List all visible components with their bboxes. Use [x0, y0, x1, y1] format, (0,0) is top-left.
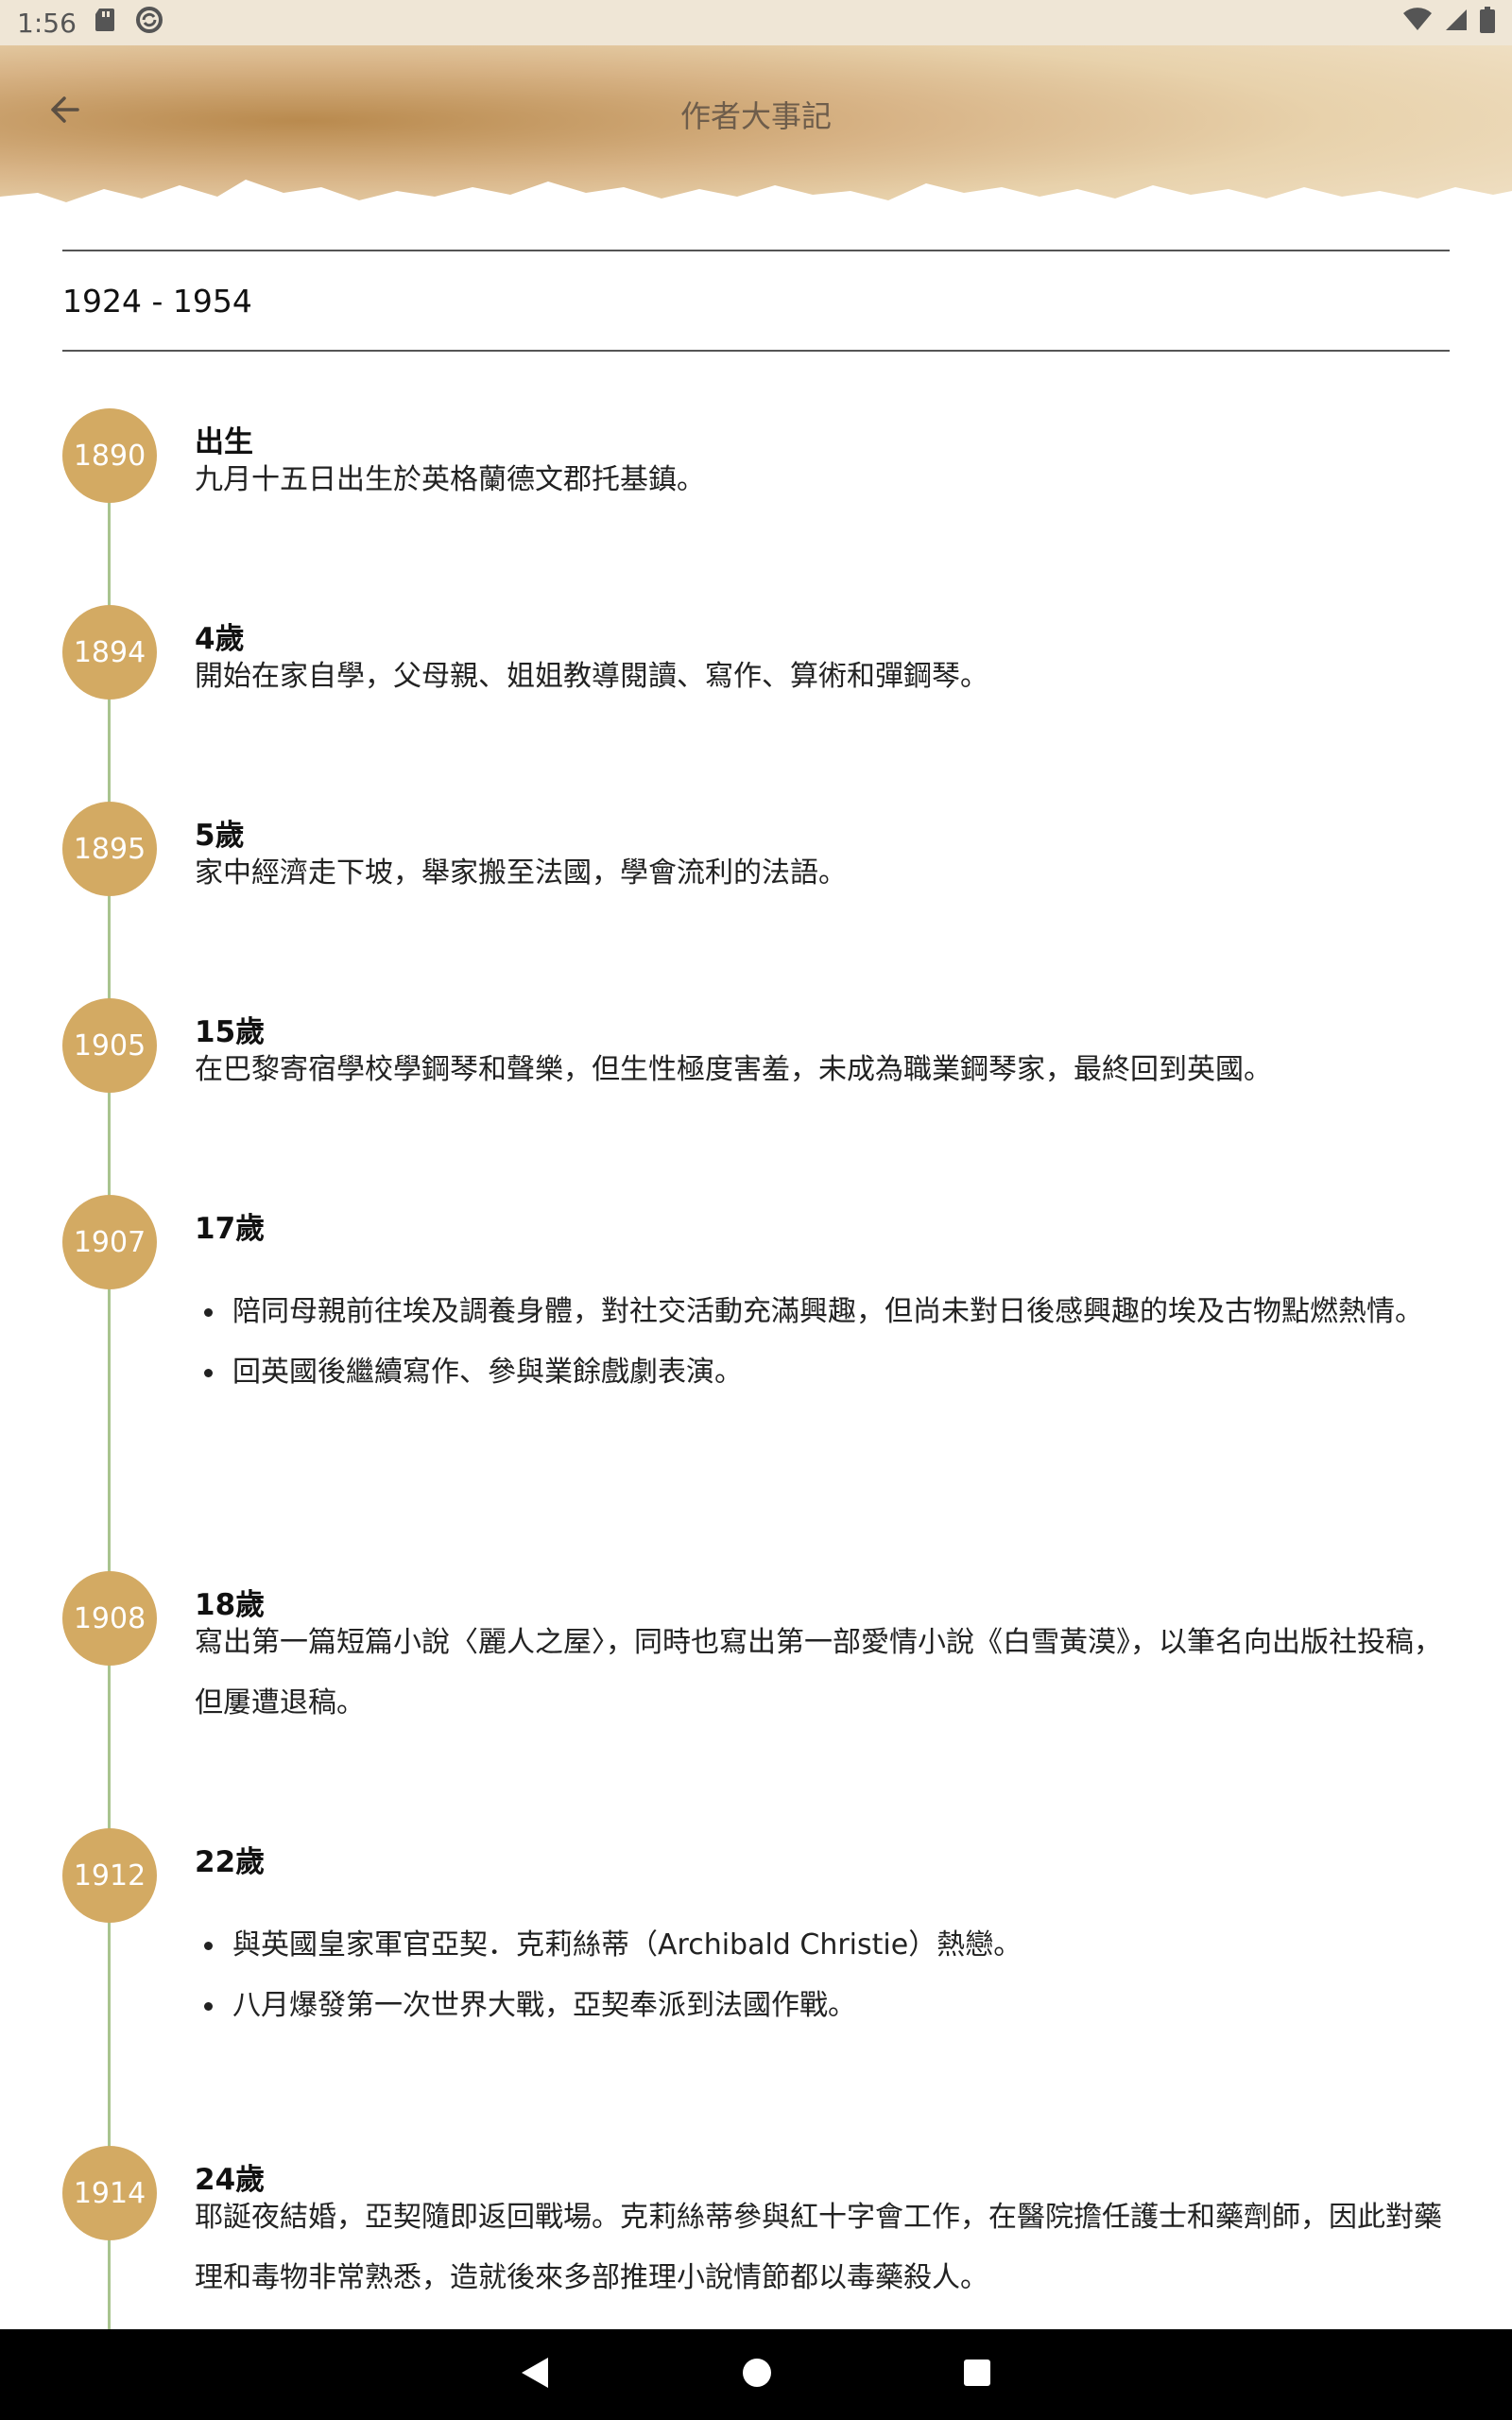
- entry-heading: 18歲: [195, 1588, 266, 1622]
- triangle-back-icon: [522, 2358, 548, 2388]
- year-badge: 1890: [62, 408, 157, 503]
- wifi-icon: [1402, 7, 1433, 39]
- date-range: 1924 - 1954: [62, 250, 1450, 352]
- entry-heading: 出生: [195, 425, 253, 459]
- entry-bullet-list: 與英國皇家軍官亞契．克莉絲蒂（Archibald Christie）熱戀。 八月…: [195, 1915, 1452, 2036]
- back-button[interactable]: [38, 83, 91, 136]
- list-item: 與英國皇家軍官亞契．克莉絲蒂（Archibald Christie）熱戀。: [195, 1915, 1452, 1976]
- year-badge: 1907: [62, 1195, 157, 1289]
- entry-heading: 15歲: [195, 1015, 266, 1049]
- list-item: 回英國後繼續寫作、參與業餘戲劇表演。: [195, 1342, 1452, 1403]
- battery-icon: [1480, 6, 1495, 40]
- circle-home-icon: [743, 2359, 771, 2387]
- list-item: 八月爆發第一次世界大戰，亞契奉派到法國作戰。: [195, 1976, 1452, 2036]
- entry-heading: 24歲: [195, 2163, 266, 2197]
- nav-back-button[interactable]: [520, 2356, 552, 2394]
- year-badge: 1905: [62, 998, 157, 1093]
- sd-card-icon: [94, 7, 118, 40]
- entry-heading: 4歲: [195, 622, 245, 656]
- entry-description: 耶誕夜結婚，亞契隨即返回戰場。克莉絲蒂參與紅十字會工作，在醫院擔任護士和藥劑師，…: [195, 2201, 1442, 2294]
- sync-icon: [135, 6, 163, 41]
- entry-description: 寫出第一篇短篇小說〈麗人之屋〉，同時也寫出第一部愛情小說《白雪黃漠》，以筆名向出…: [195, 1626, 1442, 1720]
- year-badge: 1895: [62, 802, 157, 896]
- entry-description: 在巴黎寄宿學校學鋼琴和聲樂，但生性極度害羞，未成為職業鋼琴家，最終回到英國。: [195, 1053, 1272, 1086]
- arrow-left-icon: [51, 96, 79, 123]
- torn-paper-edge: [0, 180, 1512, 234]
- entry-bullet-list: 陪同母親前往埃及調養身體，對社交活動充滿興趣，但尚未對日後感興趣的埃及古物點燃熱…: [195, 1282, 1452, 1403]
- entry-description: 開始在家自學，父母親、姐姐教導閱讀、寫作、算術和彈鋼琴。: [195, 660, 988, 693]
- timeline-line: [108, 492, 111, 2329]
- page-title: 作者大事記: [679, 98, 832, 134]
- year-badge: 1908: [62, 1571, 157, 1666]
- nav-recents-button[interactable]: [962, 2358, 992, 2392]
- year-badge: 1914: [62, 2146, 157, 2240]
- year-badge: 1894: [62, 605, 157, 700]
- nav-home-button[interactable]: [741, 2357, 773, 2393]
- signal-icon: [1444, 8, 1469, 39]
- list-item: 陪同母親前往埃及調養身體，對社交活動充滿興趣，但尚未對日後感興趣的埃及古物點燃熱…: [195, 1282, 1452, 1342]
- entry-heading: 5歲: [195, 819, 245, 853]
- system-nav-bar: [0, 2329, 1512, 2420]
- status-bar: 1:56: [0, 0, 1512, 45]
- year-badge: 1912: [62, 1828, 157, 1923]
- entry-description: 家中經濟走下坡，舉家搬至法國，學會流利的法語。: [195, 856, 847, 890]
- entry-description: 九月十五日出生於英格蘭德文郡托基鎮。: [195, 463, 705, 496]
- entry-heading: 17歲: [195, 1212, 266, 1246]
- square-recents-icon: [964, 2360, 990, 2386]
- entry-heading: 22歲: [195, 1845, 266, 1879]
- app-header: 作者大事記: [0, 45, 1512, 234]
- status-time: 1:56: [17, 7, 77, 39]
